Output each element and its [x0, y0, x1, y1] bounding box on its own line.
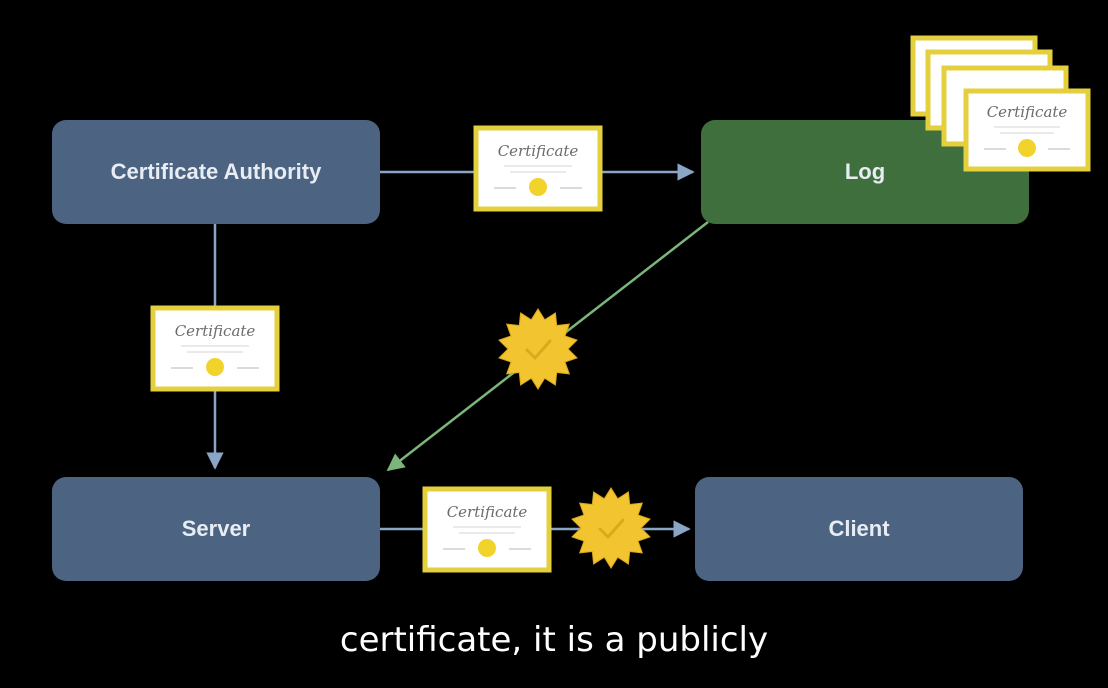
- certificate-authority-label: Certificate Authority: [110, 159, 322, 184]
- certificate-authority-box: Certificate Authority: [52, 120, 380, 224]
- server-box: Server: [52, 477, 380, 581]
- server-label: Server: [181, 516, 251, 541]
- client-label: Client: [828, 516, 890, 541]
- certificate-icon: Certificate: [422, 486, 552, 573]
- log-label: Log: [844, 159, 886, 184]
- verified-seal-icon: [571, 487, 651, 569]
- log-box: Log: [701, 120, 1029, 224]
- certificate-icon: Certificate: [473, 125, 603, 212]
- caption-subtitle: certificate, it is a publicly: [339, 620, 769, 660]
- certificate-icon: Certificate: [150, 305, 280, 392]
- verified-seal-icon: [498, 308, 578, 390]
- svg-text:Certificate: Certificate: [447, 503, 528, 521]
- svg-text:Certificate: Certificate: [175, 322, 256, 340]
- client-box: Client: [695, 477, 1023, 581]
- svg-text:Certificate: Certificate: [498, 142, 579, 160]
